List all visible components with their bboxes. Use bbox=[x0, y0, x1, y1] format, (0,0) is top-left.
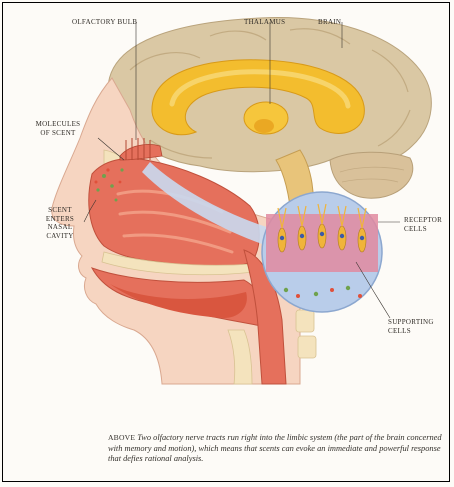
figure-caption: ABOVE Two olfactory nerve tracts run rig… bbox=[108, 433, 444, 465]
label-olfactory-bulb: OLFACTORY BULB bbox=[72, 18, 137, 27]
caption-body: Two olfactory nerve tracts run right int… bbox=[108, 433, 442, 463]
label-molecules-of-scent: MOLECULES OF SCENT bbox=[26, 120, 90, 137]
cerebellum bbox=[330, 152, 413, 198]
magnified-receptor-view bbox=[262, 192, 382, 312]
label-thalamus: THALAMUS bbox=[244, 18, 285, 27]
label-brain: BRAIN bbox=[318, 18, 341, 27]
nasal-cavity bbox=[89, 159, 259, 268]
caption-lead: ABOVE bbox=[108, 433, 135, 442]
label-scent-enters-nasal-cavity: SCENT ENTERS NASAL CAVITY bbox=[38, 206, 82, 240]
label-receptor-cells: RECEPTOR CELLS bbox=[404, 216, 442, 233]
label-supporting-cells: SUPPORTING CELLS bbox=[388, 318, 434, 335]
